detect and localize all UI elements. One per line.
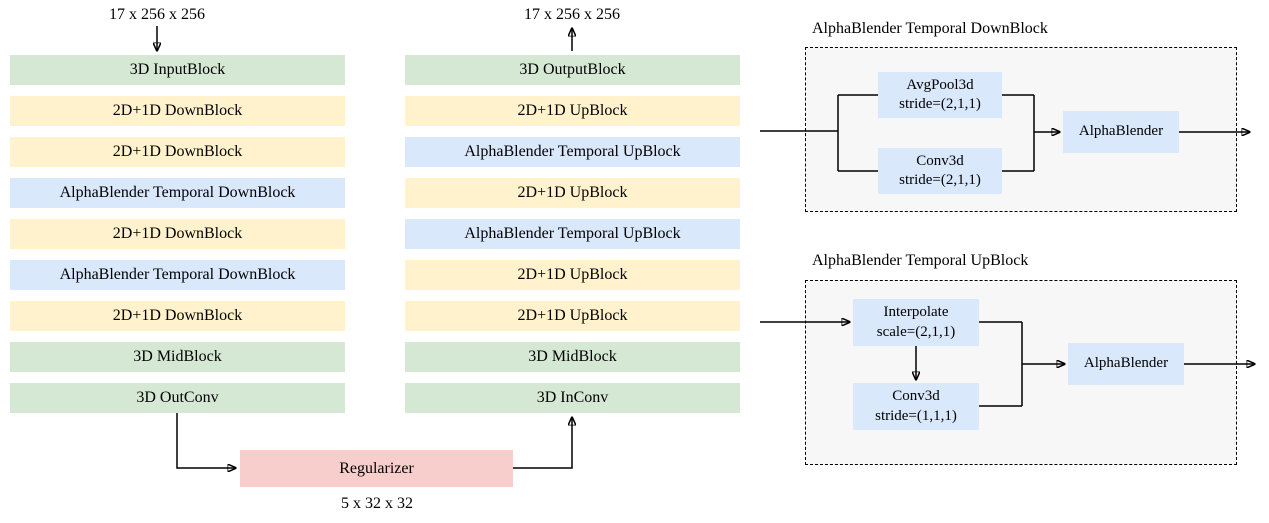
interpolate-name: Interpolate: [883, 304, 949, 320]
encoder-block-downblock-4: 2D+1D DownBlock: [10, 301, 345, 331]
encoder-block-3d-inputblock: 3D InputBlock: [10, 55, 345, 85]
downblock-alphablender-box: AlphaBlender: [1063, 111, 1179, 153]
encoder-block-alphablender-down-1: AlphaBlender Temporal DownBlock: [10, 178, 345, 208]
downblock-conv3d-param: stride=(2,1,1): [899, 172, 981, 188]
encoder-block-downblock-1: 2D+1D DownBlock: [10, 96, 345, 126]
upblock-alphablender-box: AlphaBlender: [1068, 343, 1184, 385]
encoder-block-downblock-2: 2D+1D DownBlock: [10, 137, 345, 167]
encoder-block-3d-midblock: 3D MidBlock: [10, 342, 345, 372]
interpolate-box: Interpolate scale=(2,1,1): [853, 299, 979, 346]
decoder-block-alphablender-up-2: AlphaBlender Temporal UpBlock: [405, 219, 740, 249]
decoder-block-upblock-4: 2D+1D UpBlock: [405, 301, 740, 331]
encoder-block-downblock-3: 2D+1D DownBlock: [10, 219, 345, 249]
upblock-conv3d-name: Conv3d: [892, 388, 940, 404]
regularizer-block: Regularizer: [240, 450, 513, 487]
upblock-alphablender-label: AlphaBlender: [1083, 355, 1169, 372]
avgpool3d-param: stride=(2,1,1): [899, 96, 981, 112]
encoder-block-alphablender-down-2: AlphaBlender Temporal DownBlock: [10, 260, 345, 290]
downblock-conv3d-box: Conv3d stride=(2,1,1): [878, 148, 1002, 194]
downblock-detail-title: AlphaBlender Temporal DownBlock: [812, 20, 1048, 37]
interpolate-param: scale=(2,1,1): [876, 323, 956, 340]
decoder-block-upblock-3: 2D+1D UpBlock: [405, 260, 740, 290]
downblock-alphablender-label: AlphaBlender: [1078, 123, 1164, 140]
encoder-to-regularizer-arrow: [176, 413, 236, 468]
decoder-block-upblock-1: 2D+1D UpBlock: [405, 96, 740, 126]
avgpool3d-box: AvgPool3d stride=(2,1,1): [878, 72, 1002, 118]
decoder-output-shape-label: 17 x 256 x 256: [524, 6, 620, 23]
encoder-block-3d-outconv: 3D OutConv: [10, 383, 345, 413]
regularizer-to-decoder-arrow: [513, 417, 572, 469]
upblock-detail-title: AlphaBlender Temporal UpBlock: [812, 252, 1029, 269]
decoder-block-alphablender-up-1: AlphaBlender Temporal UpBlock: [405, 137, 740, 167]
decoder-block-3d-inconv: 3D InConv: [405, 383, 740, 413]
decoder-block-3d-outputblock: 3D OutputBlock: [405, 55, 740, 85]
decoder-block-3d-midblock: 3D MidBlock: [405, 342, 740, 372]
avgpool3d-name: AvgPool3d: [906, 76, 974, 93]
latent-shape-label: 5 x 32 x 32: [341, 495, 413, 512]
upblock-conv3d-box: Conv3d stride=(1,1,1): [853, 383, 979, 430]
upblock-conv3d-param: stride=(1,1,1): [875, 407, 957, 424]
encoder-input-shape-label: 17 x 256 x 256: [109, 6, 205, 23]
downblock-conv3d-name: Conv3d: [916, 152, 964, 169]
decoder-block-upblock-2: 2D+1D UpBlock: [405, 178, 740, 208]
